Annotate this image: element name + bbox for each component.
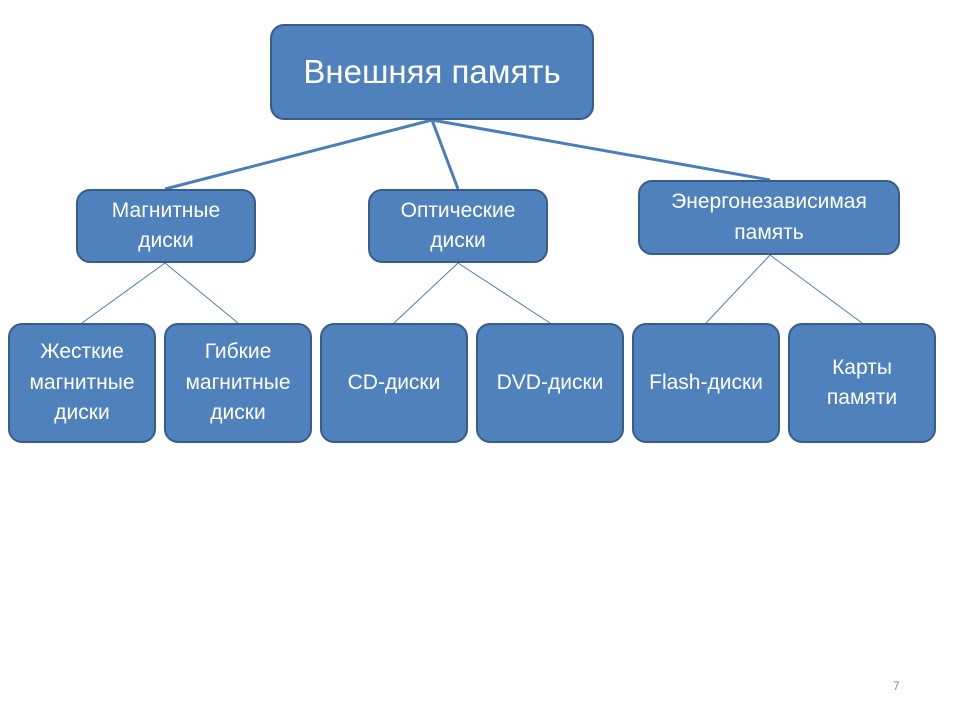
node-label: Оптические диски	[400, 198, 516, 252]
connector-magnetic-floppy	[164, 262, 239, 324]
node-optical-disks[interactable]: Оптические диски	[368, 189, 548, 263]
node-hard-disks[interactable]: Жесткие магнитные диски	[8, 323, 156, 443]
node-label: Жесткие магнитные диски	[29, 340, 135, 425]
connector-nonvolatile-cards	[769, 254, 863, 324]
node-label: Flash-диски	[649, 370, 763, 394]
connector-nonvolatile-flash	[705, 254, 771, 324]
node-label: Карты памяти	[826, 355, 898, 409]
node-magnetic-disks[interactable]: Магнитные диски	[76, 189, 256, 263]
connector-optical-cd	[393, 262, 459, 324]
connector-root-nonvolatile	[431, 118, 771, 182]
node-label: Внешняя память	[303, 52, 561, 90]
node-label: Энергонезависимая память	[671, 190, 867, 244]
connector-optical-dvd	[457, 262, 551, 324]
page-number: 7	[893, 679, 900, 693]
node-flash-disks[interactable]: Flash-диски	[632, 323, 780, 443]
node-dvd-disks[interactable]: DVD-диски	[476, 323, 624, 443]
node-floppy-disks[interactable]: Гибкие магнитные диски	[164, 323, 312, 443]
node-external-memory[interactable]: Внешняя память	[270, 24, 594, 120]
node-nonvolatile-memory[interactable]: Энергонезависимая память	[638, 180, 900, 255]
node-label: Гибкие магнитные диски	[185, 340, 291, 425]
connector-magnetic-hard	[81, 262, 166, 324]
connector-root-optical	[430, 119, 460, 190]
node-label: Магнитные диски	[111, 198, 221, 252]
connector-root-magnetic	[164, 118, 433, 191]
node-memory-cards[interactable]: Карты памяти	[788, 323, 936, 443]
node-label: CD-диски	[347, 370, 441, 394]
node-cd-disks[interactable]: CD-диски	[320, 323, 468, 443]
node-label: DVD-диски	[496, 370, 604, 394]
